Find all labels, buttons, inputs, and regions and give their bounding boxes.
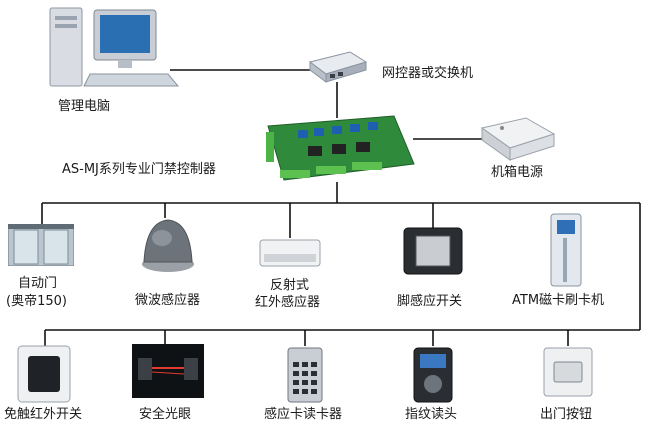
touchless-switch-icon: [16, 344, 72, 404]
pc-label: 管理电脑: [58, 99, 111, 114]
row2-item-3-label: 感应卡读卡器: [264, 407, 343, 422]
card-reader-icon: [286, 346, 324, 404]
automatic-door-icon: [7, 223, 75, 267]
microwave-sensor-icon: [138, 214, 198, 274]
row1-item-1-line1: 自动门: [18, 276, 58, 291]
row1-item-5-label: ATM磁卡刷卡机: [512, 293, 605, 308]
exit-button-icon: [542, 346, 594, 398]
control-board-icon: [258, 112, 418, 186]
infrared-sensor-icon: [258, 236, 322, 270]
row2-item-5-label: 出门按钮: [540, 407, 593, 422]
network-label: 网控器或交换机: [382, 66, 474, 81]
foot-switch-icon: [402, 226, 464, 276]
power-box-icon: [478, 114, 558, 164]
row1-item-2-label: 微波感应器: [135, 293, 201, 308]
power-label: 机箱电源: [491, 165, 544, 180]
controller-label: AS-MJ系列专业门禁控制器: [62, 162, 216, 177]
network-switch-icon: [306, 48, 368, 84]
row2-item-2-label: 安全光眼: [139, 407, 192, 422]
row1-item-3-line1: 反射式: [270, 278, 310, 293]
safety-beam-icon: [132, 344, 204, 398]
row1-item-4-label: 脚感应开关: [397, 294, 463, 309]
row2-item-1-label: 免触红外开关: [4, 407, 83, 422]
row2-item-4-label: 指纹读头: [405, 407, 458, 422]
row1-item-1-line2: (奥帝150): [6, 294, 67, 309]
desktop-computer-icon: [40, 4, 180, 96]
row1-item-3-line2: 红外感应器: [255, 295, 321, 310]
card-swipe-icon: [549, 212, 583, 288]
fingerprint-reader-icon: [412, 346, 454, 404]
